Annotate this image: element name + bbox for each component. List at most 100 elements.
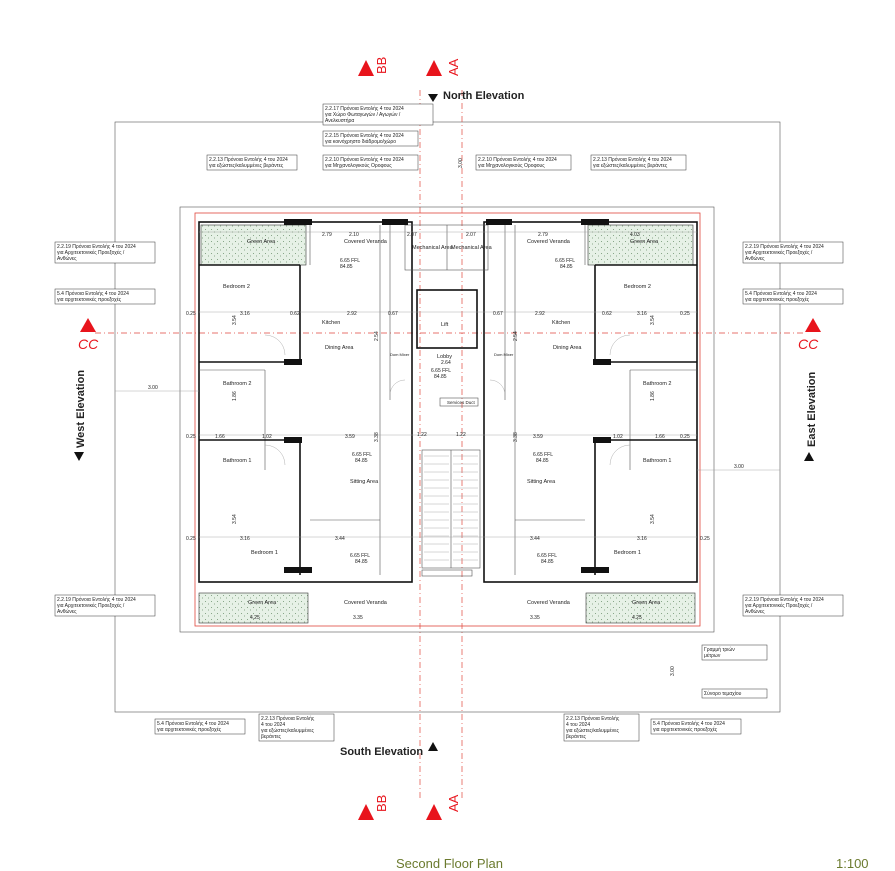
- note-line: για Αρχιτεκτονικές Προεξοχές /: [745, 249, 813, 256]
- ffl-sw: 6.65 FFL: [350, 553, 370, 559]
- dim-335-b: 3.35: [530, 615, 540, 621]
- room-green-area-nw: Green Area: [247, 239, 276, 245]
- dim-122-b: 1.22: [456, 432, 466, 438]
- green-area-se: [585, 592, 696, 624]
- dim-359-b: 3.59: [533, 434, 543, 440]
- room-bedroom1-left: Bedroom 1: [251, 550, 278, 556]
- room-lobby: Lobby: [437, 354, 452, 360]
- room-bedroom2-left: Bedroom 2: [223, 284, 250, 290]
- site-boundary: [114, 121, 781, 713]
- room-dining-left: Dining Area: [325, 345, 354, 351]
- ffl-nw: 6.65 FFL: [340, 258, 360, 264]
- note-line: 2.2.13 Πρόνοια Εντολής: [261, 715, 315, 722]
- dim-062-a: 0.62: [290, 311, 300, 317]
- note-line: 2.2.19 Πρόνοια Εντολής 4 του 2024: [745, 243, 824, 250]
- dim-166-b: 1.66: [655, 434, 665, 440]
- note-line: μέτρων: [704, 652, 721, 659]
- note-line: 4 του 2024: [566, 722, 590, 728]
- dim-338-a: 3.38: [374, 432, 380, 442]
- note-line: βεράντες: [566, 733, 587, 740]
- room-sitting-left: Sitting Area: [350, 479, 379, 485]
- green-area-ne: [587, 224, 694, 266]
- west-elevation: West Elevation: [74, 370, 87, 461]
- dim-279-b: 2.79: [538, 232, 548, 238]
- note-line: Ανελκυστήρα: [325, 117, 354, 124]
- note-line: 2.2.10 Πρόνοια Εντολής 4 του 2024: [478, 156, 557, 163]
- dim-354-d: 3.54: [650, 514, 656, 524]
- note-line: για Αρχιτεκτονικές Προεξοχές /: [57, 249, 125, 256]
- stair-treads: [424, 455, 478, 561]
- dim-316-d: 3.16: [637, 536, 647, 542]
- dim-166-a: 1.66: [215, 434, 225, 440]
- east-elevation-label: East Elevation: [806, 372, 818, 447]
- note-line: για εξώστες/καλυμμένες βεράντες: [209, 162, 284, 169]
- room-bathroom1-left: Bathroom 1: [223, 458, 251, 464]
- note-line: για εξώστες/καλυμμένες: [566, 727, 620, 734]
- note-line: 2.2.13 Πρόνοια Εντολής: [566, 715, 620, 722]
- section-marker-cc-right: CC: [798, 318, 821, 352]
- dim-300-west: 3.00: [148, 385, 158, 391]
- note-line: 2.2.19 Πρόνοια Εντολής 4 του 2024: [57, 596, 136, 603]
- ffl-se: 6.65 FFL: [537, 553, 557, 559]
- ffl-lobby-val: 84.85: [434, 374, 447, 380]
- dim-254-a: 2.54: [374, 331, 380, 341]
- room-sitting-right: Sitting Area: [527, 479, 556, 485]
- dim-025-f: 0.25: [700, 536, 710, 542]
- dim-292-a: 2.92: [347, 311, 357, 317]
- note-line: 2.2.19 Πρόνοια Εντολής 4 του 2024: [745, 596, 824, 603]
- north-elevation-label: North Elevation: [443, 90, 525, 102]
- note-line: 2.2.10 Πρόνοια Εντολής 4 του 2024: [325, 156, 404, 163]
- note-line: 5.4 Πρόνοια Εντολής 4 του 2024: [745, 290, 817, 297]
- note-line: για αρχιτεκτονικές προεξοχές: [157, 726, 222, 733]
- section-label-bb-top: BB: [374, 57, 389, 74]
- room-mechanical-area-right: Mechanical Area: [451, 245, 493, 251]
- dim-207-b: 2.07: [466, 232, 476, 238]
- section-label-aa-bottom: AA: [446, 794, 461, 812]
- dim-025-c: 0.25: [186, 434, 196, 440]
- dim-338-b: 3.38: [513, 432, 519, 442]
- ffl-lobby: 6.65 FFL: [431, 368, 451, 374]
- room-services-duct: Services Duct: [447, 400, 476, 405]
- door-swings: [264, 334, 631, 466]
- note-line: Γραμμή τριών: [704, 646, 735, 653]
- note-line: για Μηχανολογικούς Οροφους: [325, 162, 392, 169]
- dim-067-a: 0.67: [388, 311, 398, 317]
- dim-254-b: 2.54: [513, 331, 519, 341]
- section-marker-aa-bottom: AA: [426, 794, 461, 820]
- interior-walls-left: [199, 225, 391, 575]
- room-green-area-se: Green Area: [632, 600, 661, 606]
- note-line: 2.2.15 Πρόνοια Εντολής 4 του 2024: [325, 132, 404, 139]
- dim-316-b: 3.16: [637, 311, 647, 317]
- room-covered-veranda-se: Covered Veranda: [527, 600, 571, 606]
- section-label-cc-right: CC: [798, 336, 819, 352]
- section-marker-aa-top: AA: [426, 58, 461, 76]
- dim-186-b: 1.86: [650, 391, 656, 401]
- dim-025-e: 0.25: [186, 536, 196, 542]
- dom-mixer-right: Dom Mixer: [494, 352, 514, 357]
- ffl-sitting-right-val: 84.85: [536, 458, 549, 464]
- dim-025-b: 0.25: [680, 311, 690, 317]
- room-dining-right: Dining Area: [553, 345, 582, 351]
- note-line: Ανθώνες: [57, 255, 77, 262]
- room-kitchen-right: Kitchen: [552, 320, 570, 326]
- dim-316-a: 3.16: [240, 311, 250, 317]
- note-n-boundary: Σύνορο τεμαχίου: [701, 688, 768, 699]
- room-mechanical-area-left: Mechanical Area: [412, 245, 454, 251]
- note-line: Ανθώνες: [57, 608, 77, 615]
- ffl-se-val: 84.85: [541, 559, 554, 565]
- south-elevation-label: South Elevation: [340, 746, 423, 758]
- dim-122-a: 1.22: [417, 432, 427, 438]
- windows: [284, 219, 611, 573]
- note-line: 4 του 2024: [261, 722, 285, 728]
- dim-300-south: 3.00: [670, 666, 676, 676]
- dim-425-b: 4.25: [632, 615, 642, 621]
- dim-335-a: 3.35: [353, 615, 363, 621]
- section-marker-bb-top: BB: [358, 57, 389, 76]
- room-bedroom2-right: Bedroom 2: [624, 284, 651, 290]
